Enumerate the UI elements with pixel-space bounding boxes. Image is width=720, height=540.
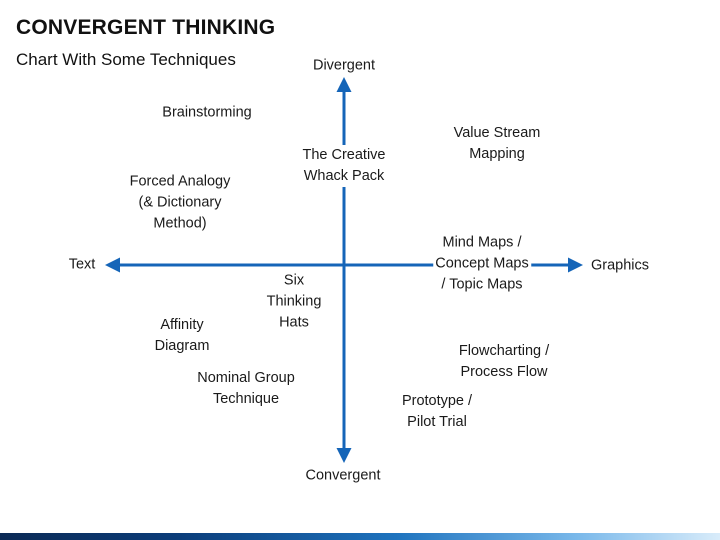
axis-label-graphics: Graphics — [590, 257, 650, 274]
technique-flowcharting: Flowcharting / Process Flow — [456, 341, 552, 383]
technique-six-thinking-hats: Six Thinking Hats — [264, 270, 324, 334]
axis-label-divergent: Divergent — [312, 57, 376, 74]
technique-affinity-diagram: Affinity Diagram — [152, 315, 212, 357]
page-title: CONVERGENT THINKING — [16, 16, 276, 39]
axis-label-convergent: Convergent — [305, 467, 381, 484]
technique-prototype: Prototype / Pilot Trial — [399, 391, 475, 433]
page-subtitle: Chart With Some Techniques — [16, 50, 236, 69]
technique-value-stream-mapping: Value Stream Mapping — [451, 123, 543, 165]
footer-gradient-bar — [0, 533, 720, 540]
technique-forced-analogy: Forced Analogy (& Dictionary Method) — [127, 171, 233, 235]
technique-brainstorming: Brainstorming — [160, 102, 254, 124]
technique-creative-whack-pack: The Creative Whack Pack — [300, 145, 388, 187]
axis-label-text: Text — [68, 256, 96, 273]
technique-mind-maps: Mind Maps / Concept Maps / Topic Maps — [433, 232, 531, 296]
technique-nominal-group: Nominal Group Technique — [195, 368, 297, 410]
